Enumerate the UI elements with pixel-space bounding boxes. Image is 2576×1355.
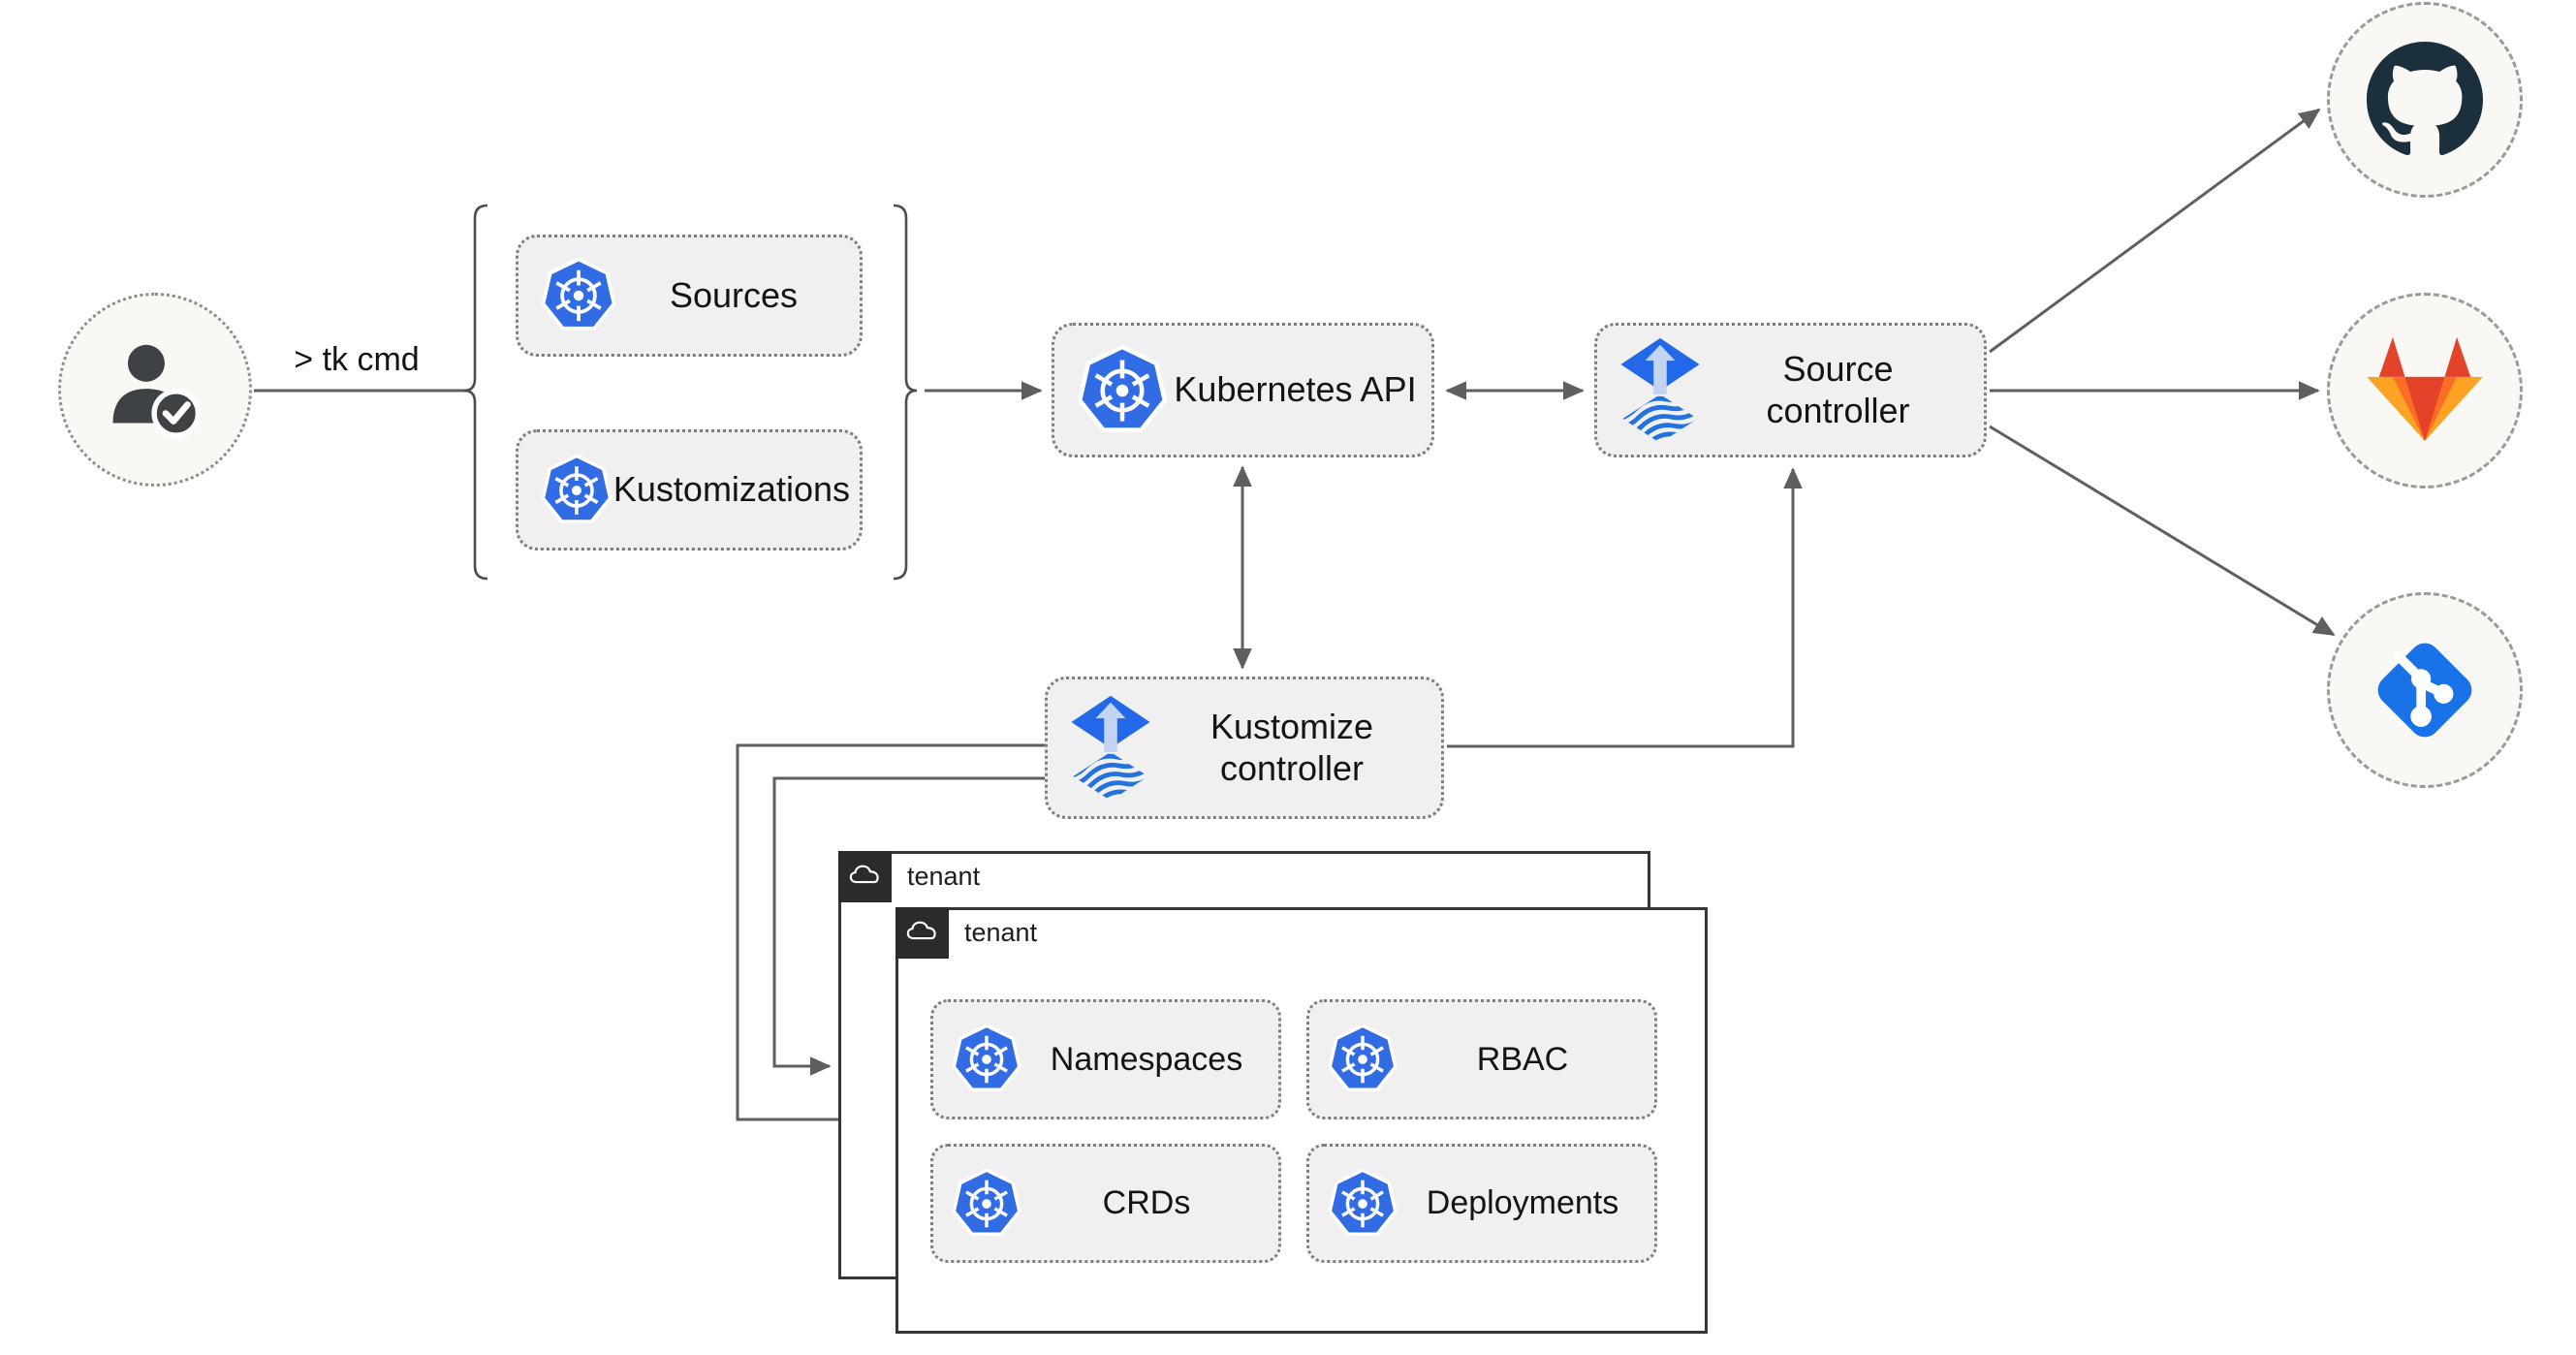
flux-icon	[1069, 694, 1152, 803]
crds-box: CRDs	[930, 1144, 1281, 1263]
tenant-back-label: tenant	[907, 862, 981, 891]
tenant-front-label: tenant	[964, 918, 1038, 947]
sources-label: Sources	[669, 274, 799, 315]
deployments-box: Deployments	[1306, 1144, 1657, 1263]
gitlab-circle	[2327, 293, 2523, 488]
kustomize-to-back-tenant-link	[772, 776, 1045, 1076]
tenant-tab	[895, 907, 949, 959]
bracket-left	[463, 204, 488, 581]
git-icon	[2365, 630, 2485, 750]
git-circle	[2327, 592, 2523, 788]
github-circle	[2327, 2, 2523, 198]
flux-icon	[1618, 336, 1702, 445]
kubernetes-icon	[540, 452, 613, 529]
kubernetes-icon	[1327, 1024, 1398, 1095]
kustomizations-label: Kustomizations	[613, 469, 850, 510]
kustomize-to-front-tenant-link	[736, 743, 1045, 1129]
user-circle	[58, 293, 252, 487]
source-controller-label: Source controller	[1766, 349, 1910, 430]
kubernetes-api-label: Kubernetes API	[1174, 369, 1417, 410]
rbac-label: RBAC	[1476, 1040, 1569, 1078]
github-icon	[2367, 42, 2483, 158]
tk-cmd-label: > tk cmd	[294, 341, 420, 378]
kustomize-controller-box: Kustomize controller	[1045, 677, 1444, 819]
namespaces-box: Namespaces	[930, 999, 1281, 1119]
gitlab-icon	[2364, 332, 2486, 449]
deployments-label: Deployments	[1426, 1184, 1619, 1222]
kubernetes-icon	[1327, 1168, 1398, 1240]
tenant-box-front: tenant Namespaces RBAC CRDs Deployments	[895, 907, 1708, 1334]
tenant-tab	[838, 851, 892, 902]
kustomizations-box: Kustomizations	[516, 429, 863, 551]
kubernetes-icon	[540, 257, 617, 334]
source-to-github-link	[1989, 108, 2321, 354]
cloud-icon	[901, 913, 944, 954]
namespaces-label: Namespaces	[1050, 1040, 1243, 1078]
kustomize-to-source-link	[1447, 467, 1803, 748]
sources-box: Sources	[516, 235, 863, 357]
bracket-right	[893, 204, 918, 581]
kubernetes-icon	[1076, 344, 1169, 437]
source-to-git-link	[1989, 425, 2336, 637]
user-check-icon	[99, 333, 211, 446]
kustomize-controller-label: Kustomize controller	[1209, 707, 1374, 788]
rbac-box: RBAC	[1306, 999, 1657, 1119]
crds-label: CRDs	[1102, 1184, 1191, 1222]
cloud-icon	[844, 857, 887, 898]
kubernetes-icon	[951, 1168, 1022, 1240]
source-controller-box: Source controller	[1594, 323, 1987, 457]
kubernetes-icon	[951, 1024, 1022, 1095]
kubernetes-api-box: Kubernetes API	[1052, 323, 1434, 457]
